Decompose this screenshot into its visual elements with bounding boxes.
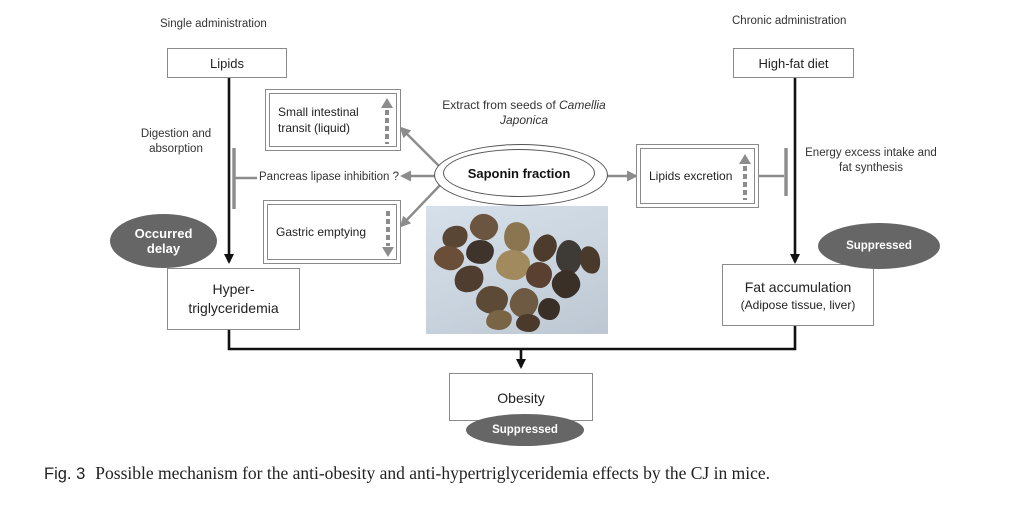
extract-prefix: Extract from seeds of xyxy=(442,98,556,112)
suppressed-obesity-label: Suppressed xyxy=(492,423,558,436)
lipids-box: Lipids xyxy=(167,48,287,78)
hypertriglyceridemia-line1: Hyper- xyxy=(212,281,255,297)
fat-accumulation-label: Fat accumulation xyxy=(744,278,852,295)
suppressed-fat-label: Suppressed xyxy=(846,239,912,252)
arrow-saponin-to-gastric xyxy=(399,181,444,228)
arrow-saponin-to-transit xyxy=(399,126,444,171)
hypertriglyceridemia-box: Hyper- triglyceridemia xyxy=(167,268,300,330)
pancreas-lipase-label: Pancreas lipase inhibition ? xyxy=(259,171,400,183)
figure-caption: Fig. 3 Possible mechanism for the anti-ob… xyxy=(44,463,1024,484)
obesity-label: Obesity xyxy=(497,390,545,406)
small-intestinal-transit-box: Small intestinal transit (liquid) xyxy=(265,89,401,151)
camellia-seeds-photo xyxy=(426,206,608,334)
fat-accumulation-box: Fat accumulation (Adipose tissue, liver) xyxy=(722,264,874,326)
high-fat-diet-label: High-fat diet xyxy=(758,55,829,71)
upward-dashed-arrow-icon-2 xyxy=(739,154,751,200)
chronic-administration-label: Chronic administration xyxy=(732,15,847,27)
suppressed-obesity-badge: Suppressed xyxy=(466,414,584,446)
caption-text: Possible mechanism for the anti-obesity … xyxy=(95,463,770,483)
lipids-excretion-box: Lipids excretion xyxy=(636,144,759,208)
fat-accumulation-sub: (Adipose tissue, liver) xyxy=(740,297,856,312)
saponin-fraction: Saponin fraction xyxy=(443,149,595,197)
energy-excess-label: Energy excess intake and fat synthesis xyxy=(805,147,937,174)
single-administration-label: Single administration xyxy=(160,18,267,30)
gastric-emptying-label: Gastric emptying xyxy=(276,225,367,239)
lipids-excretion-label: Lipids excretion xyxy=(649,169,733,183)
obesity-box: Obesity xyxy=(449,373,593,421)
figure-label: Fig. 3 xyxy=(44,465,86,483)
upward-dashed-arrow-icon xyxy=(381,98,393,144)
occurred-delay-line2: delay xyxy=(146,241,181,256)
hypertriglyceridemia-line2: triglyceridemia xyxy=(188,300,279,316)
small-intestinal-transit-label: Small intestinal transit (liquid) xyxy=(278,105,359,135)
extract-species: Camellia Japonica xyxy=(499,98,606,127)
suppressed-fat-badge: Suppressed xyxy=(818,223,940,269)
high-fat-diet-box: High-fat diet xyxy=(733,48,854,78)
merge-line xyxy=(227,326,797,351)
occurred-delay-badge: Occurred delay xyxy=(110,214,217,268)
saponin-fraction-label: Saponin fraction xyxy=(467,165,571,181)
extract-label: Extract from seeds of Camellia Japonica xyxy=(434,98,614,128)
occurred-delay-line1: Occurred xyxy=(134,226,193,241)
digestion-absorption-label: Digestion and absorption xyxy=(140,128,212,155)
gastric-emptying-box: Gastric emptying xyxy=(263,200,401,264)
downward-dashed-arrow-icon xyxy=(382,211,394,257)
lipids-label: Lipids xyxy=(210,55,244,71)
